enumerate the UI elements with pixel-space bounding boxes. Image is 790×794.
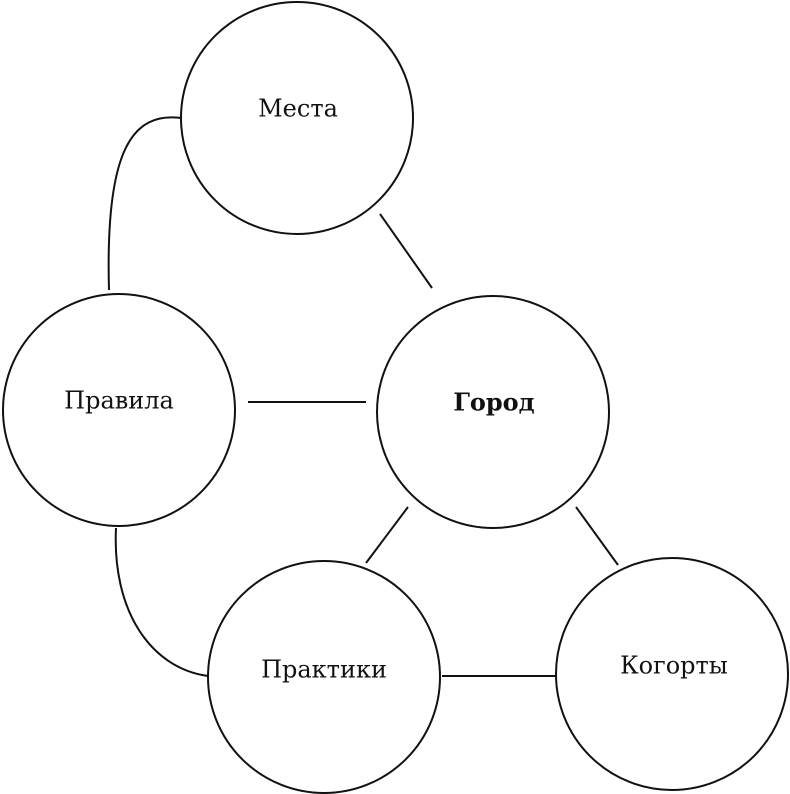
edge-gorod-praktiki <box>365 506 409 564</box>
node-mesta-label: Места <box>258 95 338 123</box>
edge-mesta-gorod <box>379 213 433 289</box>
edge-gorod-kogorty <box>575 506 619 566</box>
node-pravila-circle <box>2 293 236 527</box>
edge-pravila-praktiki <box>114 527 209 677</box>
node-pravila-label: Правила <box>64 387 174 415</box>
connectors <box>107 116 619 677</box>
node-kogorty-label: Когорты <box>620 652 728 680</box>
node-praktiki-label: Практики <box>261 656 387 684</box>
node-praktiki: Практики <box>207 560 441 794</box>
node-mesta: Места <box>180 1 414 235</box>
node-praktiki-circle <box>207 560 441 794</box>
node-kogorty-circle <box>555 557 789 791</box>
node-pravila: Правила <box>2 293 236 527</box>
node-gorod-label: Город <box>453 388 534 417</box>
node-mesta-circle <box>180 1 414 235</box>
node-gorod: Город <box>376 295 610 529</box>
edge-mesta-pravila <box>107 116 182 291</box>
node-kogorty: Когорты <box>555 557 789 791</box>
node-gorod-circle <box>376 295 610 529</box>
